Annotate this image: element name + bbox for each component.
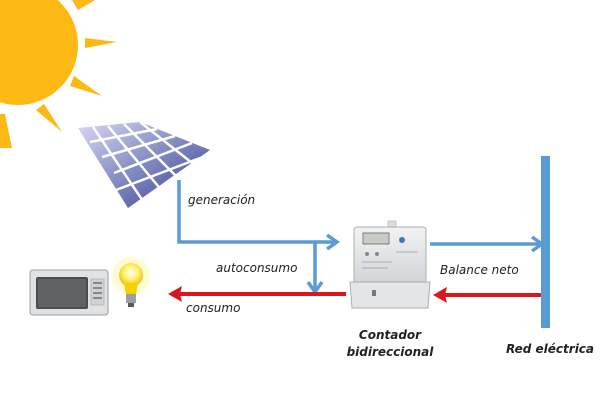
sun-icon: [0, 0, 117, 148]
generation-label: generación: [188, 193, 256, 207]
meter-label-line1: Contador: [358, 328, 422, 342]
net-balance-label: Balance neto: [440, 263, 519, 277]
solar-panel-icon: [78, 121, 210, 208]
light-bulb-icon: [112, 257, 150, 307]
microwave-icon: [29, 269, 109, 316]
self-consumption-flow-arrow: [306, 242, 324, 296]
grid-label: Red eléctrica: [505, 342, 595, 356]
self-consumption-label: autoconsumo: [216, 261, 298, 275]
consumption-label: consumo: [186, 301, 241, 315]
net-balance-export-arrow: [430, 235, 546, 253]
bidirectional-meter-icon: [349, 220, 431, 309]
meter-label-line2: bidireccional: [346, 345, 434, 359]
consumption-flow-arrow: [168, 286, 346, 302]
grid-import-arrow: [433, 287, 542, 303]
grid-bar-icon: [541, 156, 550, 328]
generation-flow-arrow: [177, 180, 341, 251]
